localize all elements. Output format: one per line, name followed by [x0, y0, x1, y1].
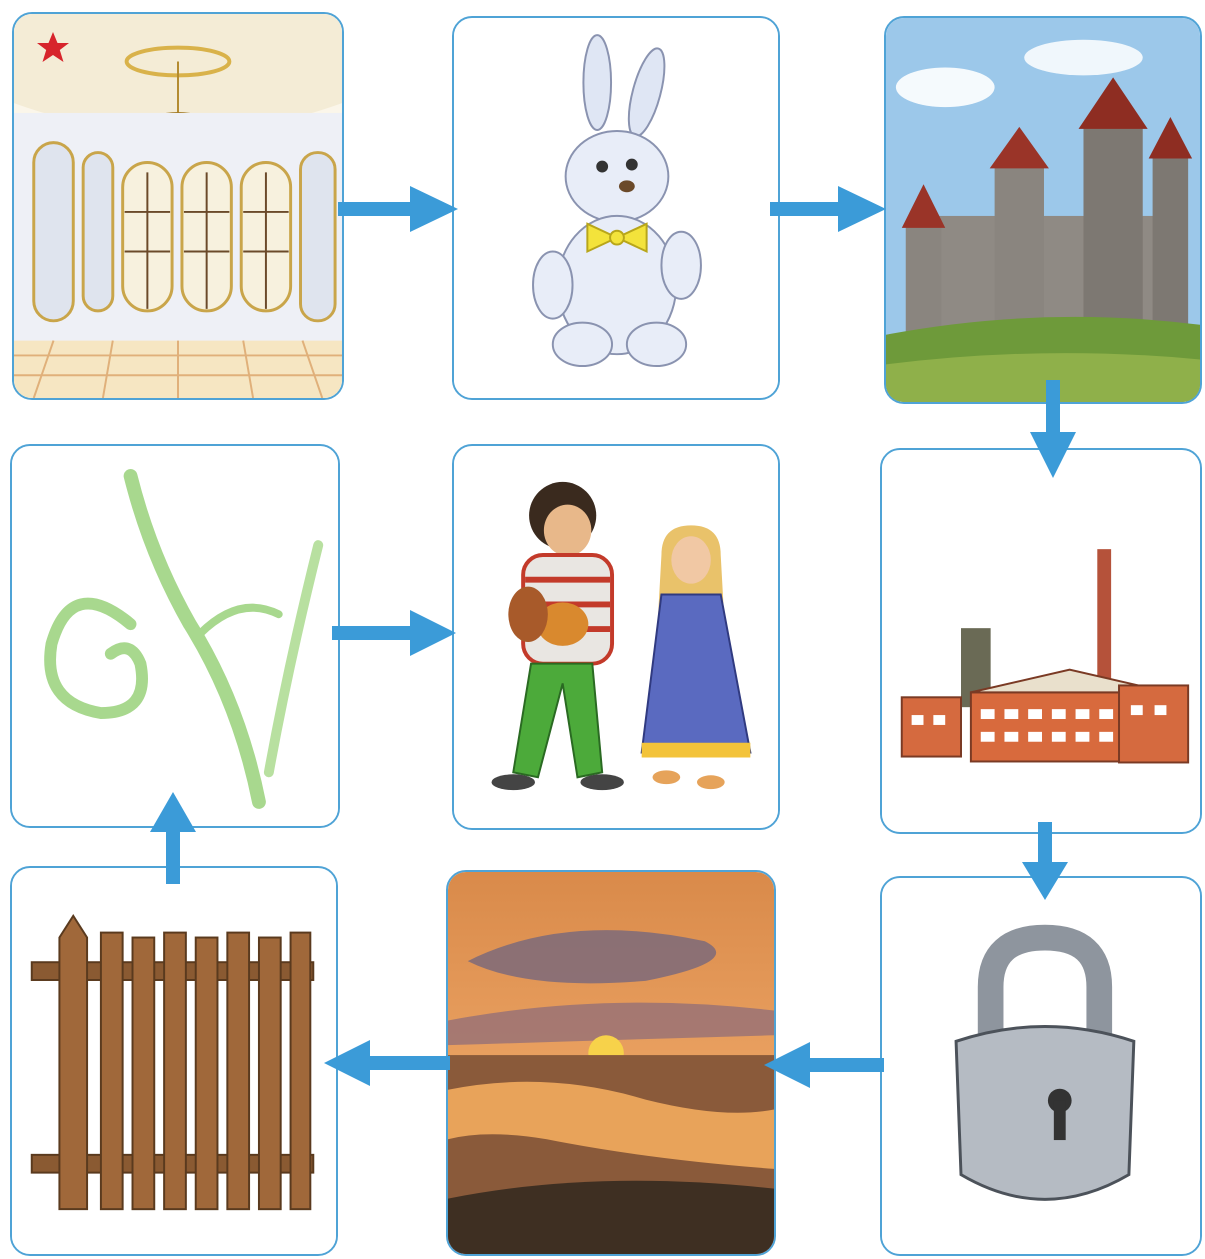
- card-sunset[interactable]: [446, 870, 776, 1256]
- boy-and-girl-image: [454, 446, 778, 828]
- sunset-landscape-image: [448, 872, 774, 1254]
- toy-bunny-image: [454, 18, 778, 398]
- card-castle[interactable]: [884, 16, 1202, 404]
- card-children[interactable]: [452, 444, 780, 830]
- palace-hall-image: [14, 14, 342, 398]
- green-sprout-image: [12, 446, 338, 826]
- card-sprout[interactable]: [10, 444, 340, 828]
- arrow-right: [332, 610, 456, 656]
- arrow-right: [338, 186, 458, 232]
- arrow-left: [764, 1042, 884, 1088]
- wooden-fence-image: [12, 868, 336, 1254]
- arrow-right: [770, 186, 886, 232]
- star-icon: [37, 32, 69, 62]
- card-padlock[interactable]: [880, 876, 1202, 1256]
- card-toy-bunny[interactable]: [452, 16, 780, 400]
- castle-image: [886, 18, 1200, 402]
- factory-image: [882, 450, 1200, 832]
- card-factory[interactable]: [880, 448, 1202, 834]
- padlock-image: [882, 878, 1200, 1254]
- arrow-left: [324, 1040, 450, 1086]
- card-palace-hall[interactable]: [12, 12, 344, 400]
- card-fence[interactable]: [10, 866, 338, 1256]
